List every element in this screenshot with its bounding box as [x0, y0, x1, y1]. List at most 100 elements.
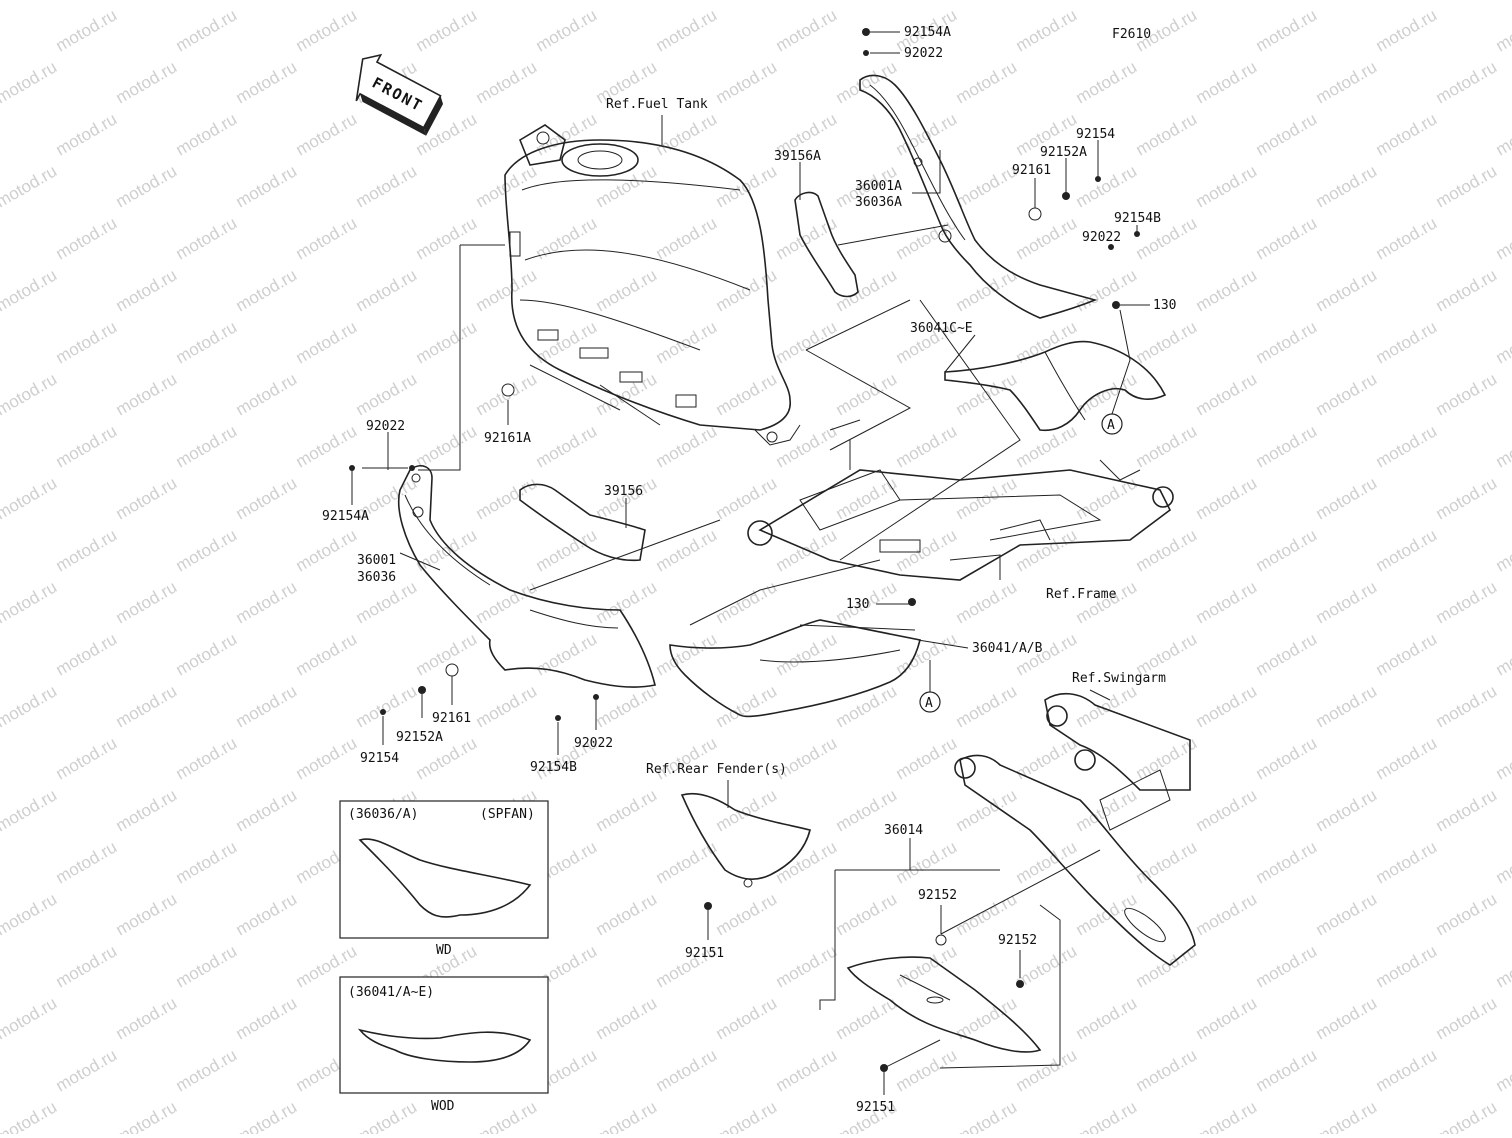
watermark-text: motod.ru	[1373, 109, 1441, 159]
watermark-text: motod.ru	[233, 473, 301, 523]
watermark-text: motod.ru	[1073, 57, 1141, 107]
part-label: 92154A	[322, 509, 369, 524]
watermark-text: motod.ru	[653, 213, 721, 263]
part-label: 39156A	[774, 149, 821, 164]
watermark-text: motod.ru	[1253, 733, 1321, 783]
watermark-text: motod.ru	[953, 1097, 1021, 1134]
watermark-text: motod.ru	[593, 0, 661, 3]
watermark-text: motod.ru	[173, 421, 241, 471]
watermark-text: motod.ru	[1073, 889, 1141, 939]
part-label: 92154B	[1114, 211, 1161, 226]
watermark-text: motod.ru	[53, 525, 121, 575]
watermark-text: motod.ru	[173, 629, 241, 679]
watermark-text: motod.ru	[533, 629, 601, 679]
watermark-text: motod.ru	[893, 837, 961, 887]
watermark-text: motod.ru	[713, 889, 781, 939]
watermark-text: motod.ru	[293, 5, 361, 55]
part-label: 36036A	[855, 195, 902, 210]
watermark-text: motod.ru	[1253, 421, 1321, 471]
watermark-text: motod.ru	[1193, 161, 1261, 211]
watermark-text: motod.ru	[1493, 213, 1512, 263]
watermark-text: motod.ru	[773, 941, 841, 991]
watermark-text: motod.ru	[773, 317, 841, 367]
watermark-text: motod.ru	[173, 109, 241, 159]
watermark-text: motod.ru	[173, 5, 241, 55]
watermark-text: motod.ru	[1133, 837, 1201, 887]
watermark-text: motod.ru	[233, 681, 301, 731]
watermark-text: motod.ru	[1433, 473, 1501, 523]
watermark-text: motod.ru	[1313, 681, 1381, 731]
watermark-text: motod.ru	[953, 265, 1021, 315]
watermark-text: motod.ru	[1193, 57, 1261, 107]
part-label: 92151	[685, 946, 724, 961]
watermark-text: motod.ru	[1073, 0, 1141, 3]
part-label: 92161	[432, 711, 471, 726]
watermark-text: motod.ru	[1313, 0, 1381, 3]
watermark-text: motod.ru	[653, 525, 721, 575]
watermark-text: motod.ru	[53, 5, 121, 55]
watermark-text: motod.ru	[1433, 889, 1501, 939]
watermark-text: motod.ru	[113, 473, 181, 523]
ref-fuel-tank-label: Ref.Fuel Tank	[606, 97, 708, 112]
watermark-text: motod.ru	[593, 785, 661, 835]
watermark-text: motod.ru	[1493, 733, 1512, 783]
part-label: 130	[1153, 298, 1176, 313]
watermark-text: motod.ru	[0, 785, 60, 835]
watermark-text: motod.ru	[1493, 629, 1512, 679]
watermark-text: motod.ru	[233, 265, 301, 315]
watermark-text: motod.ru	[1433, 265, 1501, 315]
watermark-text: motod.ru	[953, 577, 1021, 627]
watermark-text: motod.ru	[0, 889, 60, 939]
part-label: 92154B	[530, 760, 577, 775]
watermark-text: motod.ru	[1193, 681, 1261, 731]
watermark-text: motod.ru	[113, 369, 181, 419]
watermark-text: motod.ru	[1313, 1097, 1381, 1134]
watermark-text: motod.ru	[1193, 265, 1261, 315]
watermark-text: motod.ru	[113, 785, 181, 835]
watermark-text: motod.ru	[1253, 5, 1321, 55]
watermark-text: motod.ru	[1433, 577, 1501, 627]
watermark-text: motod.ru	[473, 681, 541, 731]
inset-wd-option: (SPFAN)	[480, 807, 535, 822]
watermark-text: motod.ru	[1013, 421, 1081, 471]
part-label: 92022	[904, 46, 943, 61]
part-label: 92152	[918, 888, 957, 903]
watermark-text: motod.ru	[1433, 681, 1501, 731]
watermark-text: motod.ru	[113, 0, 181, 3]
watermark-text: motod.ru	[353, 0, 421, 3]
watermark-text: motod.ru	[1373, 317, 1441, 367]
inset-wod-caption: WOD	[431, 1099, 455, 1114]
watermark-text: motod.ru	[0, 577, 60, 627]
watermark-text: motod.ru	[1073, 1097, 1141, 1134]
watermark-text: motod.ru	[533, 213, 601, 263]
watermark-text: motod.ru	[1373, 213, 1441, 263]
watermark-text: motod.ru	[1193, 369, 1261, 419]
watermark-text: motod.ru	[1253, 629, 1321, 679]
watermark-text: motod.ru	[1253, 213, 1321, 263]
watermark-text: motod.ru	[953, 369, 1021, 419]
watermark-text: motod.ru	[0, 161, 60, 211]
watermark-text: motod.ru	[413, 421, 481, 471]
watermark-text: motod.ru	[1493, 109, 1512, 159]
watermark-text: motod.ru	[593, 265, 661, 315]
watermark-text: motod.ru	[1013, 1045, 1081, 1095]
inset-wd-caption: WD	[436, 943, 452, 958]
part-label: 36001	[357, 553, 396, 568]
watermark-text: motod.ru	[113, 889, 181, 939]
watermark-text: motod.ru	[113, 577, 181, 627]
inset-wd-part: (36036/A)	[348, 807, 418, 822]
watermark-text: motod.ru	[293, 213, 361, 263]
watermark-text: motod.ru	[773, 837, 841, 887]
watermark-text: motod.ru	[593, 369, 661, 419]
watermark-text: motod.ru	[713, 1097, 781, 1134]
watermark-text: motod.ru	[1073, 473, 1141, 523]
watermark-text: motod.ru	[173, 525, 241, 575]
watermark-text: motod.ru	[1073, 993, 1141, 1043]
watermark-text: motod.ru	[1373, 629, 1441, 679]
watermark-text: motod.ru	[53, 213, 121, 263]
inset-wod-part: (36041/A~E)	[348, 985, 434, 1000]
part-label: 130	[846, 597, 869, 612]
watermark-text: motod.ru	[1313, 265, 1381, 315]
part-label: 92154A	[904, 25, 951, 40]
